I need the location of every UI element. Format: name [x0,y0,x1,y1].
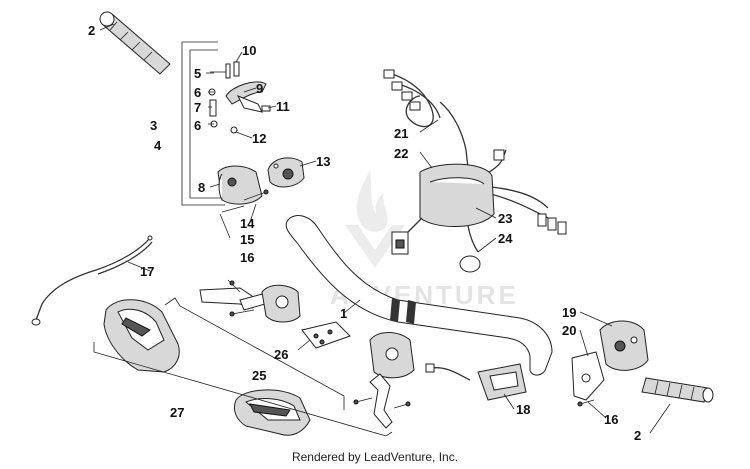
callout-9: 9 [256,81,263,96]
callout-26: 26 [274,347,288,362]
switch-13 [267,157,305,188]
callout-20: 20 [562,323,576,338]
callout-23: 23 [498,211,512,226]
right-grip [641,377,714,403]
bracket-25-27 [93,297,393,437]
callout-1: 1 [340,306,347,321]
callout-5: 5 [194,66,201,81]
callout-13: 13 [316,154,330,169]
callout-22: 22 [394,146,408,161]
callout-10: 10 [242,43,256,58]
leader-lines [99,23,671,434]
callout-17: 17 [140,264,154,279]
callout-16-left: 16 [240,250,254,265]
hand-guard-upper [103,299,180,373]
callout-4: 4 [154,138,162,153]
right-lower-lever [353,332,415,429]
callout-2-top: 2 [88,23,95,38]
callout-14: 14 [240,216,255,231]
callout-11: 11 [276,99,290,114]
right-switch-housing [571,320,649,407]
callout-21: 21 [394,126,408,141]
callout-18: 18 [516,402,530,417]
callout-6-lower: 6 [194,118,201,133]
brake-lever-assembly [199,279,351,349]
callout-2-bottom: 2 [634,428,641,443]
switch-module-18 [425,363,527,401]
left-grip [99,11,171,75]
callout-25: 25 [252,368,266,383]
bracket-3-4 [181,41,225,206]
wiring-harness [383,69,567,273]
handlebar [285,215,553,376]
callout-15: 15 [240,232,254,247]
callout-16-right: 16 [604,412,618,427]
callout-12: 12 [252,131,266,146]
throttle-cable [31,235,153,326]
callout-19: 19 [562,305,576,320]
left-switch-housing [217,165,269,213]
render-credit: Rendered by LeadVenture, Inc. [291,450,459,464]
callout-labels: 2 10 5 6 9 7 11 3 6 12 4 13 8 14 15 16 1… [88,23,641,443]
callout-24: 24 [498,231,513,246]
throttle-lever-assembly [208,61,271,134]
callout-6-upper: 6 [194,85,201,100]
callout-3: 3 [150,118,157,133]
callout-27: 27 [170,405,184,420]
callout-8: 8 [198,180,205,195]
hand-guard-lower [233,389,311,436]
callout-7: 7 [194,100,201,115]
